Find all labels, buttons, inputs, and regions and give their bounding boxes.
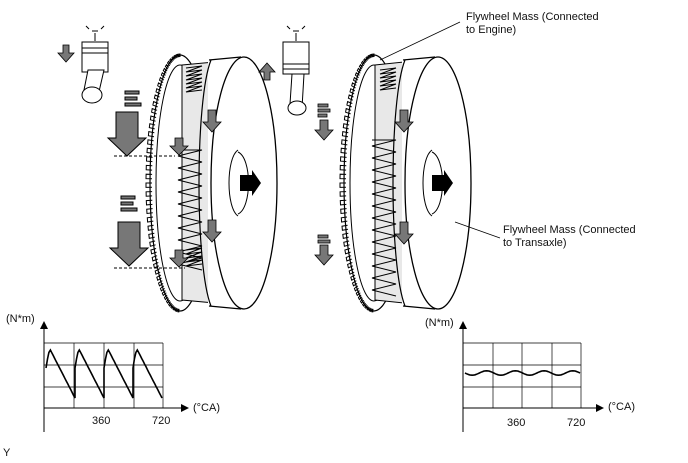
- left-graph-tick-720: 720: [152, 415, 171, 427]
- left-big-arrows: [106, 90, 185, 269]
- left-piston-down: [57, 25, 109, 104]
- footer-code: Y: [3, 447, 11, 459]
- right-front-disc: [392, 56, 472, 310]
- callout-flywheel-transaxle: Flywheel Mass (Connected to Transaxle): [503, 224, 636, 249]
- leader-engine: [379, 21, 461, 61]
- left-graph-x-unit: (°CA): [193, 402, 221, 414]
- left-front-disc: [198, 56, 278, 310]
- left-small-arrows: [169, 109, 222, 268]
- leader-transaxle: [454, 221, 501, 239]
- right-torque-graph: [459, 321, 604, 432]
- right-small-arrows: [314, 103, 414, 266]
- right-graph-y-unit: (N*m): [425, 317, 454, 329]
- right-piston-up: [258, 25, 310, 116]
- left-torque-graph: [40, 321, 189, 432]
- left-graph-y-unit: (N*m): [6, 313, 35, 325]
- right-graph-tick-360: 360: [507, 417, 526, 429]
- right-flywheel-assembly: [314, 53, 472, 313]
- left-flywheel-assembly: [145, 53, 278, 313]
- right-graph-tick-720: 720: [567, 417, 586, 429]
- right-graph-x-unit: (°CA): [608, 401, 636, 413]
- left-graph-tick-360: 360: [92, 415, 111, 427]
- callout-flywheel-engine: Flywheel Mass (Connected to Engine): [466, 11, 599, 36]
